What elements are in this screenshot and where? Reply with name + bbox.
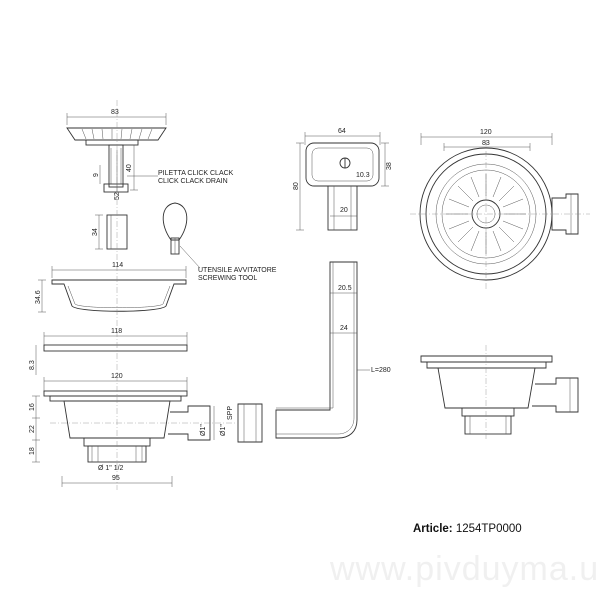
dim-overflow-height: 38	[386, 162, 393, 170]
strainer-side-view	[420, 345, 579, 440]
dim-body-h3: 18	[29, 447, 36, 455]
article-number: Article: 1254TP0000	[413, 523, 522, 535]
dim-click-small: 34	[92, 228, 99, 236]
dim-overflow-total: 80	[293, 182, 300, 190]
dim-outlet-dia: Ø1"	[200, 424, 207, 436]
dim-base-width: 95	[112, 475, 120, 482]
screwing-tool: UTENSILE AVVITATORE SCREWING TOOL	[162, 202, 277, 282]
article-label: Article:	[413, 523, 453, 535]
strainer-bowl: 114 34.6	[35, 262, 187, 313]
dim-outlet-dia-2: Ø1"	[220, 424, 227, 436]
dim-top-outer: 120	[480, 129, 492, 136]
dim-pipe-length: L=280	[371, 367, 391, 374]
strainer-basket-view: 83 40 9 52 PILETTA CLICK CLACK CLICK CLA…	[66, 109, 234, 200]
dim-overflow-width: 64	[338, 128, 346, 135]
overflow-cover: 64 10.3 20 38 80	[293, 128, 393, 231]
label-tool-1: UTENSILE AVVITATORE	[198, 267, 277, 274]
click-insert-part: 34	[92, 214, 128, 250]
dim-basket-height: 40	[126, 164, 133, 172]
dim-click-total: 52	[114, 192, 121, 200]
dim-plate-width: 118	[111, 328, 122, 335]
dim-click-stroke: 9	[93, 173, 100, 177]
drain-body: 120 Ø 1" 1/2 Ø1" Ø1" SPP 16 22 18 95	[29, 100, 236, 490]
dim-bowl-depth: 34.6	[35, 290, 42, 304]
watermark: www.pivduyma.ua	[330, 550, 600, 588]
dim-body-h1: 16	[29, 403, 36, 411]
dim-plate-thickness: 8.3	[29, 360, 36, 370]
outlet-nut	[237, 403, 263, 443]
dim-thread: Ø 1" 1/2	[98, 465, 124, 472]
label-click-drain-2: CLICK CLACK DRAIN	[158, 178, 228, 185]
dim-pipe-a: 20.5	[338, 285, 352, 292]
dim-bowl-width: 114	[112, 262, 123, 269]
strainer-top-view: 120 83	[410, 129, 590, 290]
dim-overflow-slot: 10.3	[356, 172, 370, 179]
dim-pipe-b: 24	[340, 325, 348, 332]
dim-basket-width: 83	[111, 109, 119, 116]
dim-overflow-neck: 20	[340, 207, 348, 214]
label-tool-2: SCREWING TOOL	[198, 275, 257, 282]
dim-body-h2: 22	[29, 425, 36, 433]
overflow-pipe: 20.5 24 L=280	[275, 261, 391, 439]
flange-plate: 118 8.3	[29, 328, 188, 375]
label-outlet-spp: SPP	[227, 406, 234, 420]
article-code: 1254TP0000	[455, 523, 522, 535]
label-click-drain-1: PILETTA CLICK CLACK	[158, 170, 234, 177]
